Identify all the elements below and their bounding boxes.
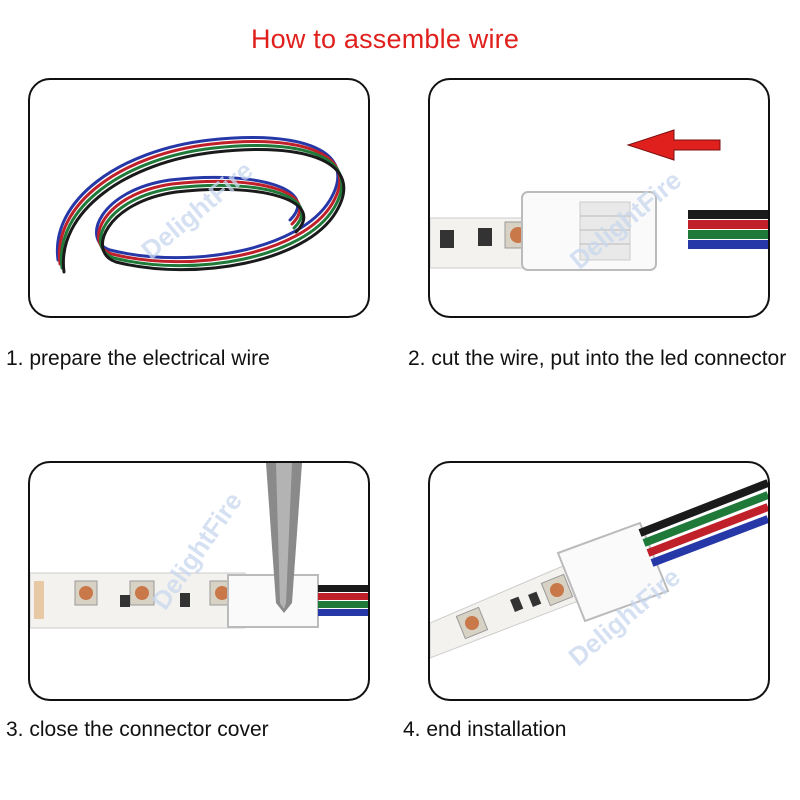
pliers-closing-connector-illustration: DelightFire	[30, 463, 368, 629]
page-title: How to assemble wire	[250, 24, 520, 54]
step-1-image: DelightFire	[28, 78, 370, 318]
wire-into-connector-illustration: DelightFire	[430, 129, 768, 275]
step-3-caption: 3. close the connector cover	[6, 718, 269, 741]
watermark-1: DelightFire	[135, 155, 258, 265]
step-3-image: DelightFire	[28, 461, 370, 701]
step-2-image: DelightFire	[428, 78, 770, 318]
step-1-caption: 1. prepare the electrical wire	[6, 347, 270, 370]
coiled-wire-illustration: DelightFire	[55, 136, 346, 274]
installed-connector-illustration: DelightFire	[430, 479, 768, 672]
step-4-image: DelightFire	[428, 461, 770, 701]
step-2-caption: 2. cut the wire, put into the led connec…	[408, 347, 787, 370]
step-4-caption: 4. end installation	[403, 718, 567, 741]
